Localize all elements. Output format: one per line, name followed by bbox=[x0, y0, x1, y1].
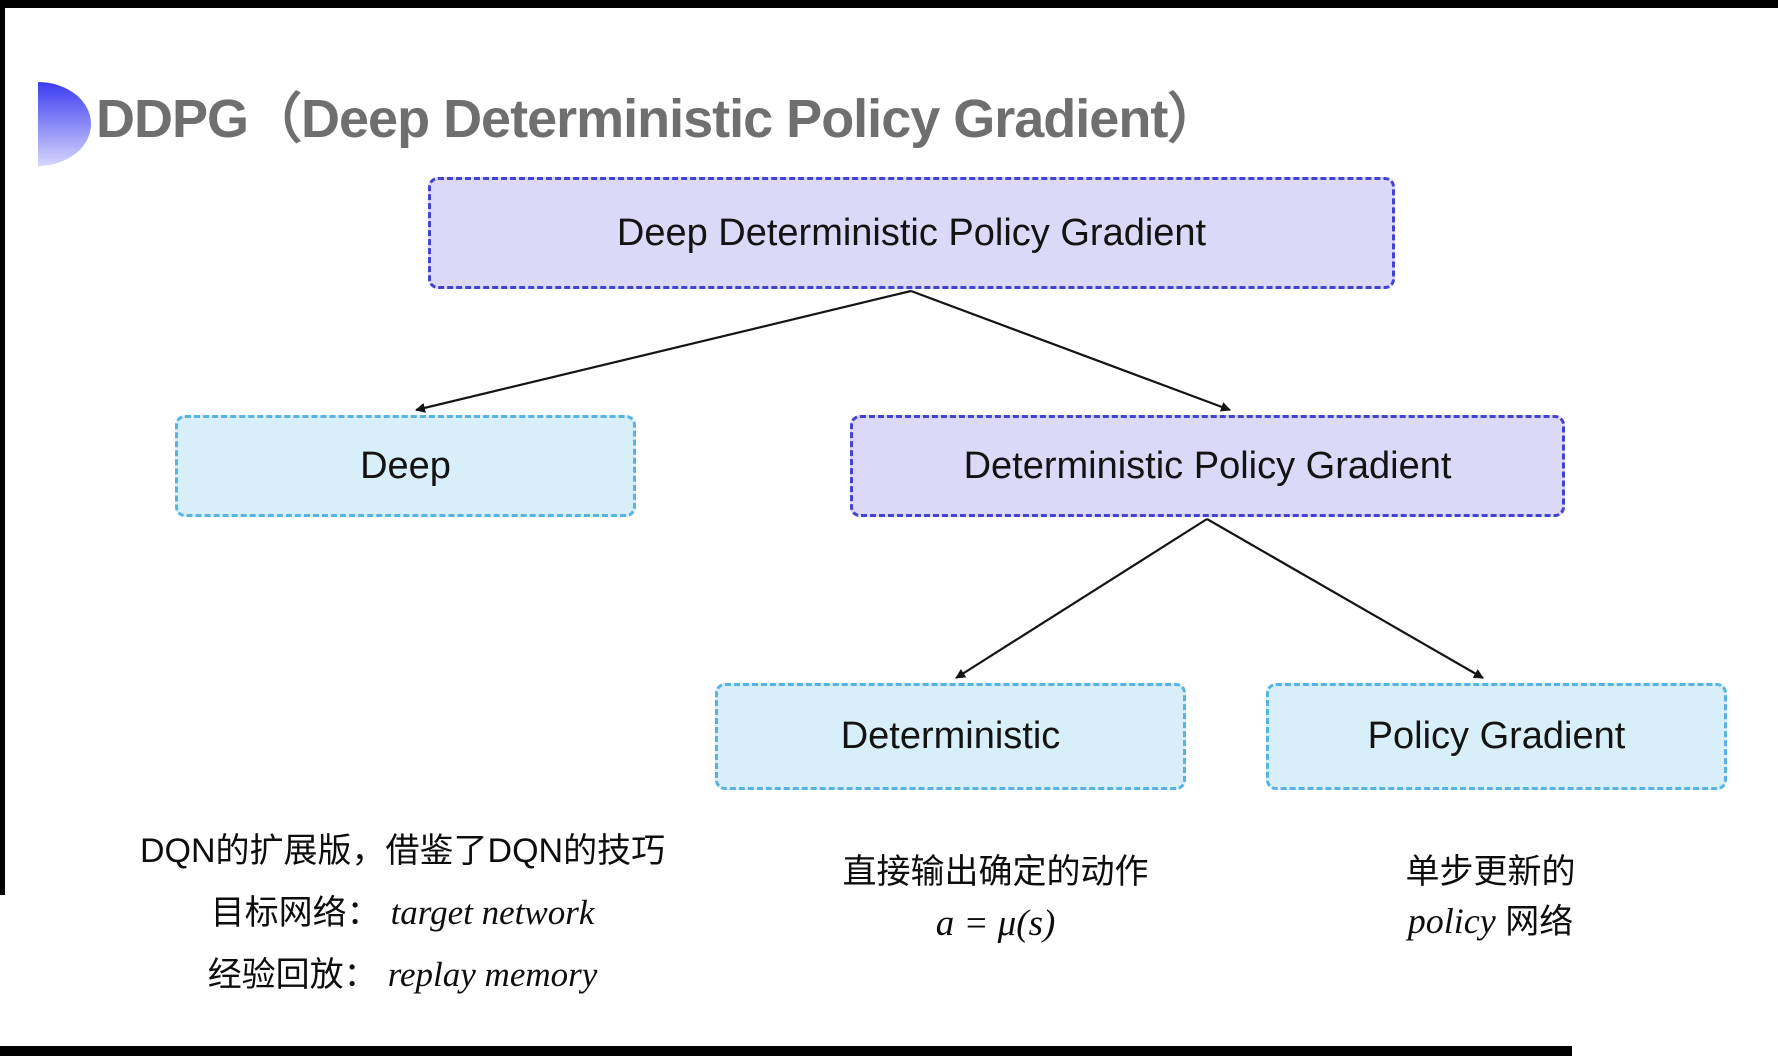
page-title: DDPG（Deep Deterministic Policy Gradient） bbox=[96, 88, 1221, 149]
note-policy-gradient-line2: policy 网络 bbox=[1288, 901, 1693, 942]
note-deterministic: 直接输出确定的动作 a = μ(s) bbox=[743, 853, 1248, 946]
edge-dpg-to-policy-gradient bbox=[1206, 518, 1484, 679]
edge-root-to-dpg bbox=[910, 289, 1231, 412]
node-deep-deterministic-policy-gradient: Deep Deterministic Policy Gradient bbox=[428, 177, 1395, 289]
note-deep-line3: 经验回放：replay memory bbox=[140, 955, 665, 995]
note-deep-line3-term: replay memory bbox=[387, 955, 598, 995]
note-deep: DQN的扩展版，借鉴了DQN的技巧 目标网络：target network 经验… bbox=[140, 832, 665, 996]
node-policy-gradient-label: Policy Gradient bbox=[1367, 715, 1626, 757]
node-policy-gradient: Policy Gradient bbox=[1266, 683, 1727, 790]
node-root-label: Deep Deterministic Policy Gradient bbox=[616, 211, 1207, 254]
edge-root-to-deep bbox=[415, 289, 912, 413]
frame-bar-left bbox=[0, 0, 5, 895]
note-policy-gradient-line1: 单步更新的 bbox=[1405, 853, 1576, 891]
note-deep-line1: DQN的扩展版，借鉴了DQN的技巧 bbox=[140, 832, 666, 870]
note-policy-gradient-term: policy bbox=[1407, 901, 1496, 942]
note-deterministic-equation: a = μ(s) bbox=[935, 903, 1056, 945]
note-deep-line3-label: 经验回放： bbox=[207, 956, 378, 995]
node-deterministic-label: Deterministic bbox=[840, 715, 1061, 757]
edge-dpg-to-deterministic bbox=[955, 518, 1208, 679]
note-deep-line2: 目标网络：target network bbox=[140, 893, 665, 933]
note-deep-line2-label: 目标网络： bbox=[210, 894, 381, 933]
node-dpg-label: Deterministic Policy Gradient bbox=[963, 444, 1452, 487]
node-deep: Deep bbox=[175, 415, 636, 517]
note-deep-line2-term: target network bbox=[390, 893, 595, 933]
frame-bar-top bbox=[0, 0, 1778, 8]
title-bullet-icon bbox=[38, 82, 91, 166]
node-deterministic: Deterministic bbox=[715, 683, 1186, 790]
node-deterministic-policy-gradient: Deterministic Policy Gradient bbox=[850, 415, 1565, 517]
node-deep-label: Deep bbox=[360, 444, 451, 487]
note-deterministic-line1: 直接输出确定的动作 bbox=[842, 853, 1149, 891]
note-policy-gradient-rest: 网络 bbox=[1495, 903, 1574, 942]
note-policy-gradient: 单步更新的 policy 网络 bbox=[1288, 853, 1693, 942]
frame-bar-bottom bbox=[0, 1046, 1572, 1056]
